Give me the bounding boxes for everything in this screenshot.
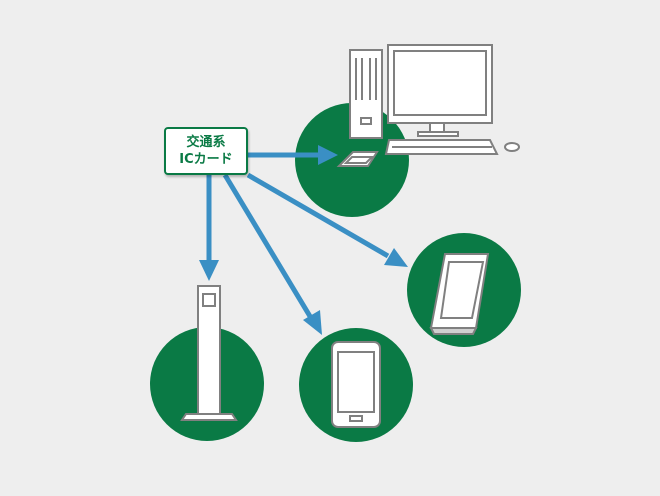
arrow-to-phone (222, 173, 322, 335)
smartphone-icon (331, 341, 381, 428)
gate-pole-icon (180, 285, 238, 421)
tablet-reader-icon (429, 253, 490, 335)
arrows (199, 145, 408, 335)
card-label-line1: 交通系 (186, 135, 226, 150)
arrow-to-gate (199, 175, 219, 281)
desktop-pc-icon (336, 44, 520, 167)
arrow-to-pc (248, 145, 338, 165)
card-label-line2: ICカード (179, 152, 233, 167)
ic-card-label: 交通系 ICカード (164, 127, 248, 175)
arrow-to-tablet (246, 172, 408, 267)
